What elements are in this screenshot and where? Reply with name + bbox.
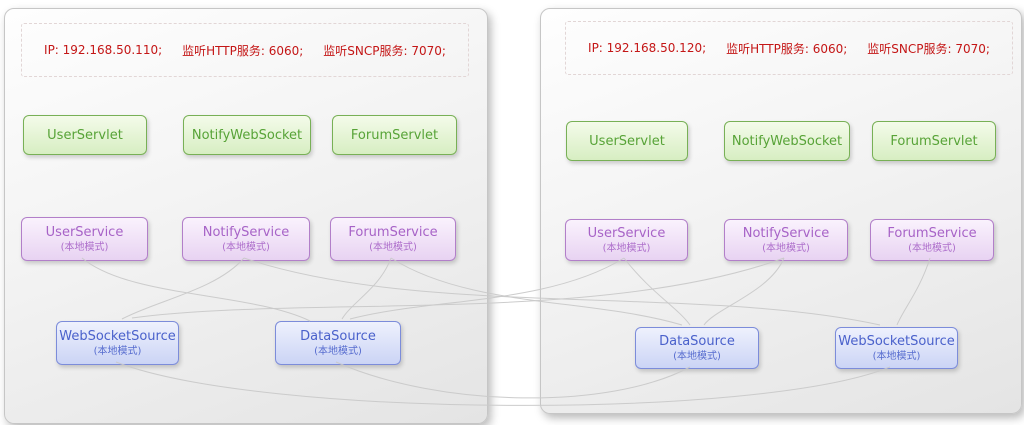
node-label: NotifyService bbox=[202, 224, 290, 240]
node-forum-servlet-1: ForumServlet bbox=[332, 115, 457, 155]
node-label: NotifyService bbox=[742, 225, 830, 241]
server2-http: 监听HTTP服务: 6060; bbox=[726, 41, 848, 56]
server-panel-1: IP: 192.168.50.110; 监听HTTP服务: 6060; 监听SN… bbox=[4, 8, 488, 424]
node-user-service-1: UserService (本地模式) bbox=[21, 217, 148, 261]
node-user-servlet-2: UserServlet bbox=[566, 121, 688, 161]
node-label: DataSource bbox=[300, 328, 376, 344]
node-websocket-source-2: WebSocketSource (本地模式) bbox=[835, 327, 958, 369]
node-mode: (本地模式) bbox=[762, 242, 810, 254]
node-data-source-1: DataSource (本地模式) bbox=[275, 321, 401, 365]
node-mode: (本地模式) bbox=[602, 242, 651, 254]
node-notify-service-2: NotifyService (本地模式) bbox=[724, 219, 848, 261]
server2-ip: IP: 192.168.50.120; bbox=[588, 41, 707, 55]
node-mode: (本地模式) bbox=[60, 241, 109, 253]
server1-sncp: 监听SNCP服务: 7070; bbox=[323, 43, 446, 58]
node-label: UserServlet bbox=[47, 127, 123, 143]
node-label: WebSocketSource bbox=[838, 333, 955, 349]
node-mode: (本地模式) bbox=[93, 345, 142, 357]
node-forum-service-2: ForumService (本地模式) bbox=[870, 219, 994, 261]
node-mode: (本地模式) bbox=[369, 241, 417, 253]
node-label: UserServlet bbox=[589, 133, 665, 149]
node-label: DataSource bbox=[659, 333, 735, 349]
node-notify-websocket-2: NotifyWebSocket bbox=[724, 121, 850, 161]
node-user-service-2: UserService (本地模式) bbox=[565, 219, 688, 261]
node-mode: (本地模式) bbox=[872, 350, 921, 362]
server2-sncp: 监听SNCP服务: 7070; bbox=[867, 41, 990, 56]
server-panel-2: IP: 192.168.50.120; 监听HTTP服务: 6060; 监听SN… bbox=[540, 8, 1022, 414]
node-forum-service-1: ForumService (本地模式) bbox=[330, 217, 456, 261]
node-mode: (本地模式) bbox=[673, 350, 721, 362]
node-data-source-2: DataSource (本地模式) bbox=[635, 327, 759, 369]
server2-info-box: IP: 192.168.50.120; 监听HTTP服务: 6060; 监听SN… bbox=[565, 21, 1013, 75]
node-label: ForumService bbox=[887, 225, 977, 241]
node-label: ForumServlet bbox=[890, 133, 978, 149]
node-label: NotifyWebSocket bbox=[191, 127, 303, 143]
node-label: NotifyWebSocket bbox=[731, 133, 843, 149]
node-label: ForumServlet bbox=[350, 127, 439, 143]
node-websocket-source-1: WebSocketSource (本地模式) bbox=[56, 321, 179, 365]
node-user-servlet-1: UserServlet bbox=[23, 115, 147, 155]
node-forum-servlet-2: ForumServlet bbox=[872, 121, 996, 161]
node-label: UserService bbox=[45, 224, 124, 240]
server1-http: 监听HTTP服务: 6060; bbox=[182, 43, 304, 58]
node-mode: (本地模式) bbox=[908, 242, 956, 254]
node-label: WebSocketSource bbox=[59, 328, 176, 344]
node-mode: (本地模式) bbox=[314, 345, 362, 357]
node-label: ForumService bbox=[348, 224, 438, 240]
node-mode: (本地模式) bbox=[222, 241, 270, 253]
server1-info-box: IP: 192.168.50.110; 监听HTTP服务: 6060; 监听SN… bbox=[21, 23, 469, 77]
server1-ip: IP: 192.168.50.110; bbox=[44, 43, 163, 57]
node-notify-service-1: NotifyService (本地模式) bbox=[182, 217, 310, 261]
node-label: UserService bbox=[587, 225, 666, 241]
node-notify-websocket-1: NotifyWebSocket bbox=[183, 115, 311, 155]
